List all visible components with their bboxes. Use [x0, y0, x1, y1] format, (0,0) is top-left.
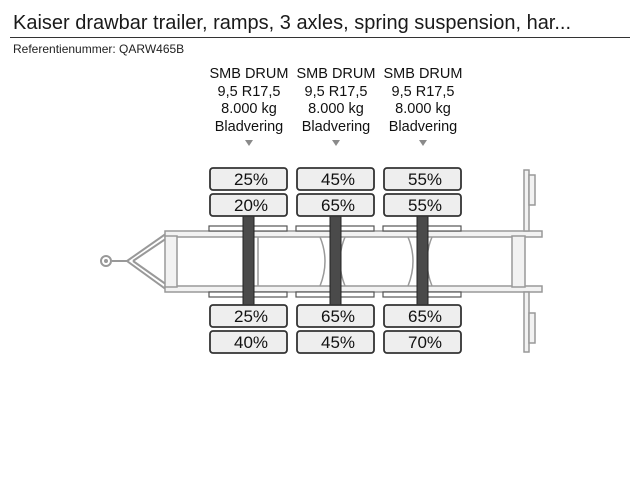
- reference-number: Referentienummer: QARW465B: [13, 42, 185, 56]
- axle-2-tire: 9,5 R17,5: [304, 83, 368, 100]
- tire-axle-2-right-outer: [296, 330, 375, 354]
- axle-3-load: 8.000 kg: [395, 101, 451, 117]
- wear-axle-1-left-inner: 20%: [234, 196, 268, 215]
- wear-axle-1-left-outer: 25%: [234, 170, 268, 189]
- tire-axle-2-left-outer: [296, 167, 375, 191]
- axle-1-load: 8.000 kg: [221, 101, 277, 117]
- axle-3-brake: SMB DRUM: [383, 66, 463, 82]
- axle-3-tire: 9,5 R17,5: [391, 83, 455, 100]
- axle-1-suspension: Bladvering: [214, 118, 284, 135]
- axle-3-info: SMB DRUM 9,5 R17,5 8.000 kg Bladvering: [378, 66, 468, 146]
- wear-axle-3-left-outer: 55%: [408, 170, 442, 189]
- wear-axle-1-right-inner: 25%: [234, 307, 268, 326]
- wear-axle-2-left-inner: 65%: [321, 196, 355, 215]
- tire-axle-3-left-outer: [383, 167, 462, 191]
- tires: [209, 167, 462, 354]
- axle-2-brake: SMB DRUM: [296, 66, 376, 82]
- tire-axle-1-left-inner: [209, 193, 288, 217]
- drawbar-eye-center: [104, 259, 108, 263]
- wear-axle-3-right-outer: 70%: [408, 333, 442, 352]
- axle-1-brake: SMB DRUM: [209, 66, 289, 82]
- tire-axle-3-right-inner: [383, 304, 462, 328]
- axle-2-load: 8.000 kg: [308, 101, 364, 117]
- tire-axle-1-right-inner: [209, 304, 288, 328]
- tire-axle-1-right-outer: [209, 330, 288, 354]
- rear-ramps: [523, 169, 536, 353]
- tire-axle-3-right-outer: [383, 330, 462, 354]
- wear-axle-3-left-inner: 55%: [408, 196, 442, 215]
- wear-axle-2-right-outer: 45%: [321, 333, 355, 352]
- wear-axle-3-right-inner: 65%: [408, 307, 442, 326]
- triangle-down-icon: [245, 140, 253, 146]
- wear-axle-2-left-outer: 45%: [321, 170, 355, 189]
- tire-axle-3-left-inner: [383, 193, 462, 217]
- tire-axle-2-right-inner: [296, 304, 375, 328]
- axle-2-beam: [329, 213, 342, 311]
- axle-1-info: SMB DRUM 9,5 R17,5 8.000 kg Bladvering: [204, 66, 294, 146]
- page-title: Kaiser drawbar trailer, ramps, 3 axles, …: [13, 12, 572, 34]
- axle-1-beam: [242, 213, 255, 311]
- axle-1-tire: 9,5 R17,5: [217, 83, 281, 100]
- tire-axle-2-left-inner: [296, 193, 375, 217]
- title-divider: [10, 37, 630, 38]
- triangle-down-icon: [419, 140, 427, 146]
- axle-3-beam: [416, 213, 429, 311]
- wear-axle-2-right-inner: 65%: [321, 307, 355, 326]
- axle-2-info: SMB DRUM 9,5 R17,5 8.000 kg Bladvering: [291, 66, 381, 146]
- wear-axle-1-right-outer: 40%: [234, 333, 268, 352]
- tire-axle-1-left-outer: [209, 167, 288, 191]
- chassis-frame: [164, 225, 543, 298]
- axle-2-suspension: Bladvering: [301, 118, 371, 135]
- triangle-down-icon: [332, 140, 340, 146]
- axle-3-suspension: Bladvering: [388, 118, 458, 135]
